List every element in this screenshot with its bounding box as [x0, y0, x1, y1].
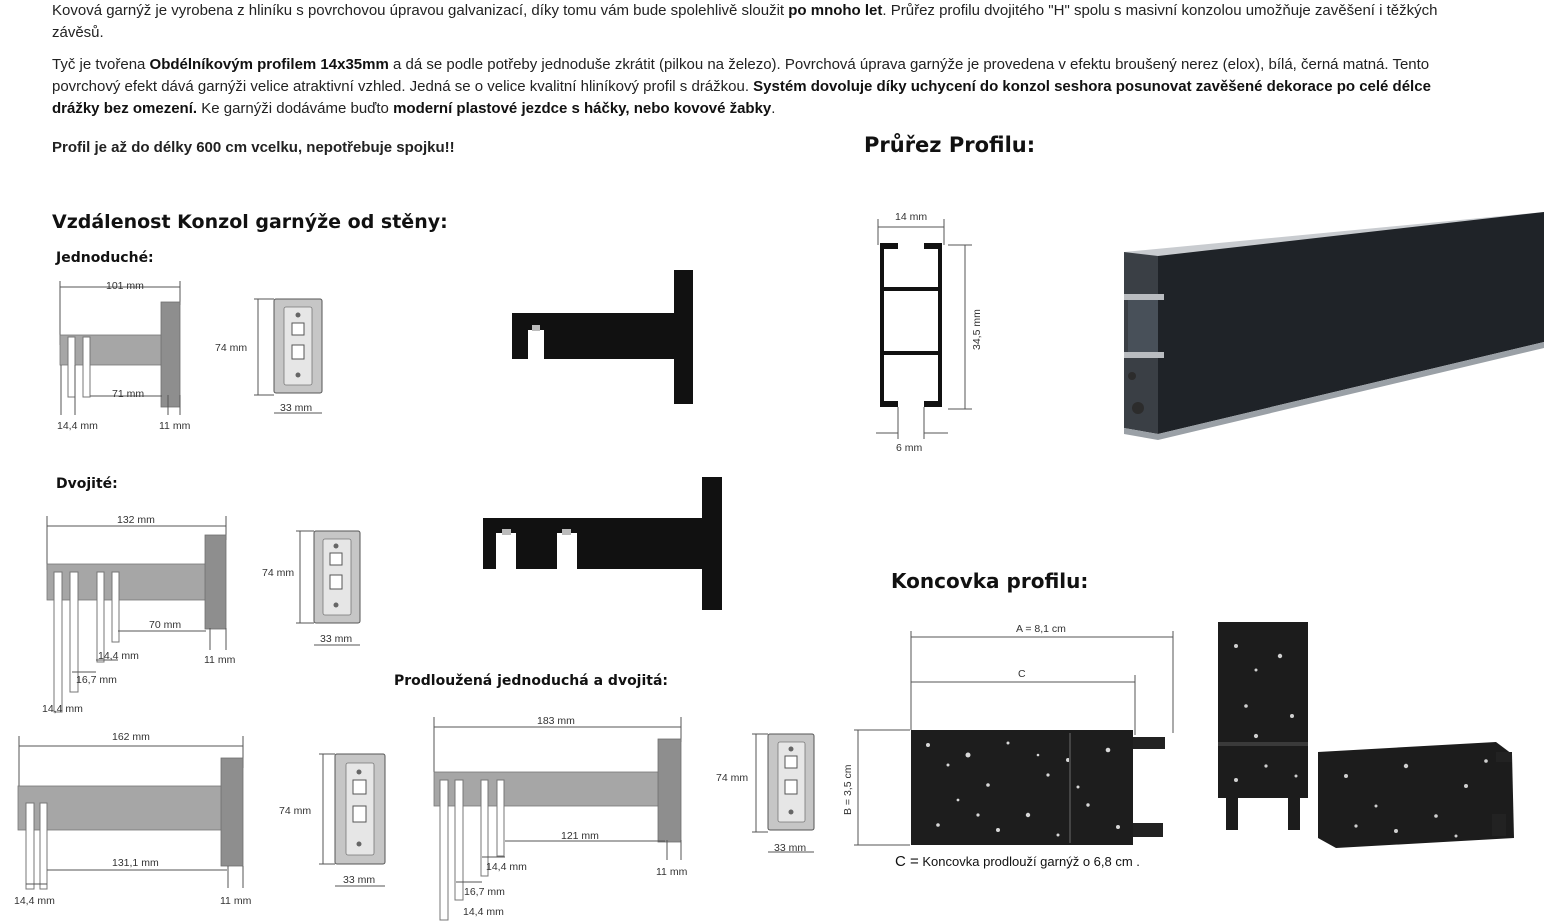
heading-koncovka: Koncovka profilu:: [891, 569, 1089, 593]
double-wall-label: 11 mm: [204, 654, 236, 666]
ext-double-total-label: 183 mm: [537, 715, 575, 727]
ext-double-wall-label: 11 mm: [656, 866, 688, 878]
endcap-c-label: C: [1018, 668, 1026, 680]
profile-cross-section: 14 mm 34,5 mm 6 mm: [876, 211, 983, 454]
profile-slot-label: 6 mm: [896, 442, 923, 454]
double-bracket-black-photo: [483, 477, 722, 610]
single-plate-width: 33 mm: [280, 402, 312, 414]
double-hook-label: 14,4 mm: [42, 703, 83, 715]
double-plate-drawing: 74 mm 33 mm: [262, 530, 361, 646]
ext-single-plate-height: 74 mm: [279, 805, 311, 817]
ext-double-plate-height: 74 mm: [716, 772, 748, 784]
heading-konzoly: Vzdálenost Konzol garnýže od stěny:: [52, 211, 448, 233]
single-hook-label: 14,4 mm: [57, 420, 98, 432]
double-total-label: 132 mm: [117, 514, 155, 526]
single-wall-label: 11 mm: [159, 420, 191, 432]
ext-double-hook-label: 14,4 mm: [463, 906, 504, 918]
double-inner-label: 70 mm: [149, 619, 181, 631]
double-gap1-label: 14,4 mm: [98, 650, 139, 662]
ext-double-gap1-label: 14,4 mm: [486, 861, 527, 873]
ext-single-inner-label: 131,1 mm: [112, 857, 159, 869]
profile-height-label: 34,5 mm: [971, 309, 983, 350]
endcap-drawing: A = 8,1 cm C B = 3,5 cm: [842, 623, 1174, 846]
endcap-photo: [1218, 622, 1514, 848]
single-bracket-black-photo: [512, 270, 693, 404]
double-plate-width: 33 mm: [320, 633, 352, 645]
ext-double-plate-drawing: 74 mm 33 mm: [716, 733, 815, 854]
heading-prodlouzena: Prodloužená jednoduchá a dvojitá:: [394, 673, 669, 689]
single-total-label: 101 mm: [106, 280, 144, 292]
ext-single-hook-label: 14,4 mm: [14, 895, 55, 907]
ext-single-total-label: 162 mm: [112, 731, 150, 743]
ext-single-wall-label: 11 mm: [220, 895, 252, 907]
endcap-speckle: [926, 741, 1120, 837]
heading-dvojite: Dvojité:: [56, 476, 118, 492]
single-plate-height: 74 mm: [215, 342, 247, 354]
ext-double-plate-width: 33 mm: [774, 842, 806, 854]
ext-single-bracket-drawing: 162 mm 131,1 mm 14,4 mm 11 mm: [14, 731, 252, 907]
ext-double-bracket-drawing: 183 mm 121 mm 14,4 mm 16,7 mm 14,4 mm 11…: [433, 715, 688, 921]
double-gap2-label: 16,7 mm: [76, 674, 117, 686]
intro-paragraph-2: Tyč je tvořena Obdélníkovým profilem 14x…: [52, 56, 1431, 117]
double-bracket-drawing: 132 mm 70 mm 14,4 mm 16,7 mm 14,4 mm 11 …: [42, 514, 236, 715]
double-plate-height: 74 mm: [262, 567, 294, 579]
endcap-note: C = Koncovka prodlouží garnýž o 6,8 cm .: [895, 853, 1140, 870]
heading-jednoduche: Jednoduché:: [56, 250, 154, 266]
single-inner-label: 71 mm: [112, 388, 144, 400]
single-plate-drawing: 74 mm 33 mm: [215, 298, 323, 414]
ext-double-gap2-label: 16,7 mm: [464, 886, 505, 898]
heading-prurez: Průřez Profilu:: [864, 133, 1036, 157]
profile-width-label: 14 mm: [895, 211, 927, 223]
intro-paragraph-3: Profil je až do délky 600 cm vcelku, nep…: [52, 139, 455, 156]
intro-paragraph-1: Kovová garnýž je vyrobena z hliníku s po…: [52, 2, 1438, 41]
ext-single-plate-width: 33 mm: [343, 874, 375, 886]
endcap-a-label: A = 8,1 cm: [1016, 623, 1066, 635]
endcap-b-label: B = 3,5 cm: [842, 764, 854, 815]
ext-single-plate-drawing: 74 mm 33 mm: [279, 753, 386, 887]
single-bracket-drawing: 101 mm 71 mm 14,4 mm 11 mm: [57, 280, 191, 432]
profile-3d-photo: [1124, 212, 1544, 440]
ext-double-inner-label: 121 mm: [561, 830, 599, 842]
